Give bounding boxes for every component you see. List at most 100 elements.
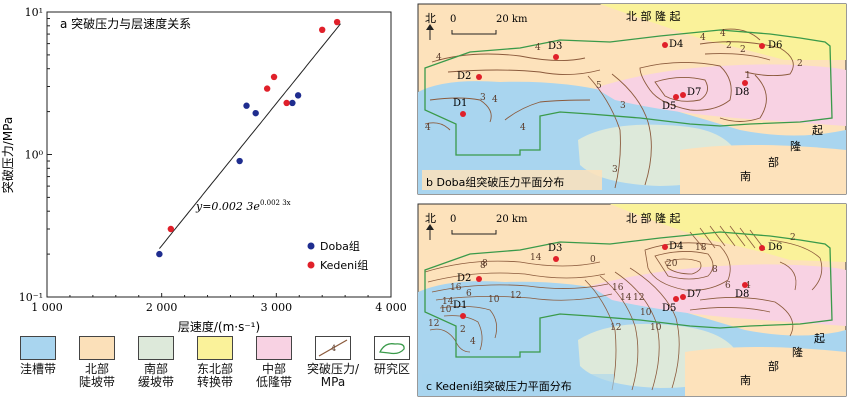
well-marker: [742, 80, 748, 86]
study-area-boundary: [424, 231, 833, 358]
study-area-icon: [374, 336, 410, 360]
contour-label: 12: [610, 323, 621, 333]
contour-label: 8: [482, 259, 488, 269]
y-axis-label: 突破压力/MPa: [0, 117, 15, 193]
well-label: D3: [548, 41, 562, 52]
legend-marker: [307, 242, 315, 250]
transition-zone: [600, 4, 846, 60]
contour-label: 10: [488, 295, 500, 305]
contour-label: 10: [440, 305, 452, 315]
chart-title: a 突破压力与层速度关系: [60, 16, 191, 31]
contour-label: 3: [612, 165, 618, 175]
legend-item-contour: 4 突破压力/ MPa: [305, 336, 361, 389]
contour-label: 12: [510, 291, 521, 301]
contour-label: 12: [633, 293, 644, 303]
contour-label: 0: [590, 255, 596, 265]
svg-text:隆: 隆: [790, 139, 801, 153]
legend-swatch: [20, 336, 56, 360]
legend-item-central-uplift: 中部 低隆带: [246, 336, 302, 389]
map-c-caption: c Kedeni组突破压力平面分布: [426, 379, 572, 393]
contour-label: 16: [612, 283, 624, 293]
contour-label: 10: [650, 323, 662, 333]
legend-label: 南部 缓坡带: [137, 362, 174, 389]
contour-line-icon: 4: [315, 336, 351, 360]
contour-label: 3: [480, 93, 486, 103]
well-label: D1: [453, 300, 467, 311]
caption-box: [422, 374, 614, 394]
x-tick-label: 2 000: [146, 301, 178, 314]
points-layer: [156, 18, 341, 258]
well-label: D1: [453, 98, 467, 109]
central-uplift-zone: [595, 64, 846, 126]
well-label: D7: [687, 289, 701, 300]
well-label: D8: [735, 87, 749, 98]
contour-label: 6: [725, 281, 731, 291]
legend-label: 北部 陡坡带: [78, 362, 115, 389]
svg-text:部: 部: [768, 155, 779, 169]
well-label: D2: [457, 273, 471, 284]
well-marker: [553, 54, 559, 60]
north-uplift-label: 北 部 隆 起: [626, 211, 681, 225]
well-marker: [759, 245, 765, 251]
contour-label: 4: [425, 123, 431, 133]
contour-label: 8: [480, 261, 486, 271]
x-axis-label: 层速度/(m·s⁻¹): [178, 319, 260, 334]
legend-label: Kedeni组: [320, 258, 368, 272]
well-marker: [476, 276, 482, 282]
svg-text:隆: 隆: [792, 345, 803, 359]
contour-label: 3: [620, 101, 626, 111]
contour-label: 4: [745, 281, 751, 291]
contour-label: 4: [700, 33, 706, 43]
svg-text:部: 部: [768, 359, 779, 373]
contour-label: 1: [745, 71, 751, 81]
well-marker: [476, 74, 482, 80]
kedeni-point: [283, 99, 290, 107]
contour-label: 20: [666, 259, 678, 269]
well-label: D8: [735, 289, 749, 300]
map-b-north-arrow: 北: [425, 12, 436, 40]
svg-text:起: 起: [812, 124, 823, 137]
legend-marker: [307, 261, 315, 269]
well-marker: [680, 294, 686, 300]
well-marker: [553, 256, 559, 262]
map-b-caption: b Doba组突破压力平面分布: [426, 175, 564, 189]
contour-label: 14: [442, 297, 454, 307]
contour-label: 4: [492, 95, 498, 105]
well-label: D2: [457, 71, 471, 82]
well-marker: [680, 92, 686, 98]
scale-start: 0: [450, 14, 456, 25]
fit-equation: y=0.002 3e0.002 3x: [195, 199, 291, 213]
south-uplift-zone: [685, 347, 846, 396]
well-label: D5: [662, 101, 676, 112]
svg-text:南: 南: [740, 374, 751, 387]
legend-item-trough: 洼槽带: [10, 336, 66, 376]
svg-text:南: 南: [740, 170, 751, 183]
kedeni-point: [319, 26, 326, 34]
doba-point: [236, 157, 243, 165]
kedeni-point: [263, 85, 271, 92]
well-marker: [460, 111, 466, 117]
well-marker: [673, 94, 679, 100]
scale-end: 20 km: [496, 214, 528, 225]
plot-frame: [46, 11, 392, 298]
north-label: 北: [425, 12, 436, 25]
doba-point: [252, 109, 259, 117]
doba-point: [156, 250, 163, 258]
legend-item-transition: 东北部 转换带: [187, 336, 243, 389]
contour-label: 4: [535, 43, 541, 53]
legend-item-study-area: 研究区: [364, 336, 420, 376]
well-label: D4: [669, 241, 683, 252]
well-marker: [742, 282, 748, 288]
map-b-scale-bar: 0 20 km: [450, 14, 528, 35]
south-uplift-label: 南 部 隆 起: [740, 332, 825, 387]
south-uplift-label: 南 部 隆 起: [740, 124, 823, 183]
well-label: D6: [768, 242, 782, 253]
contour-label: 16: [450, 283, 462, 293]
svg-text:起: 起: [814, 332, 825, 345]
kedeni-point: [270, 73, 278, 81]
